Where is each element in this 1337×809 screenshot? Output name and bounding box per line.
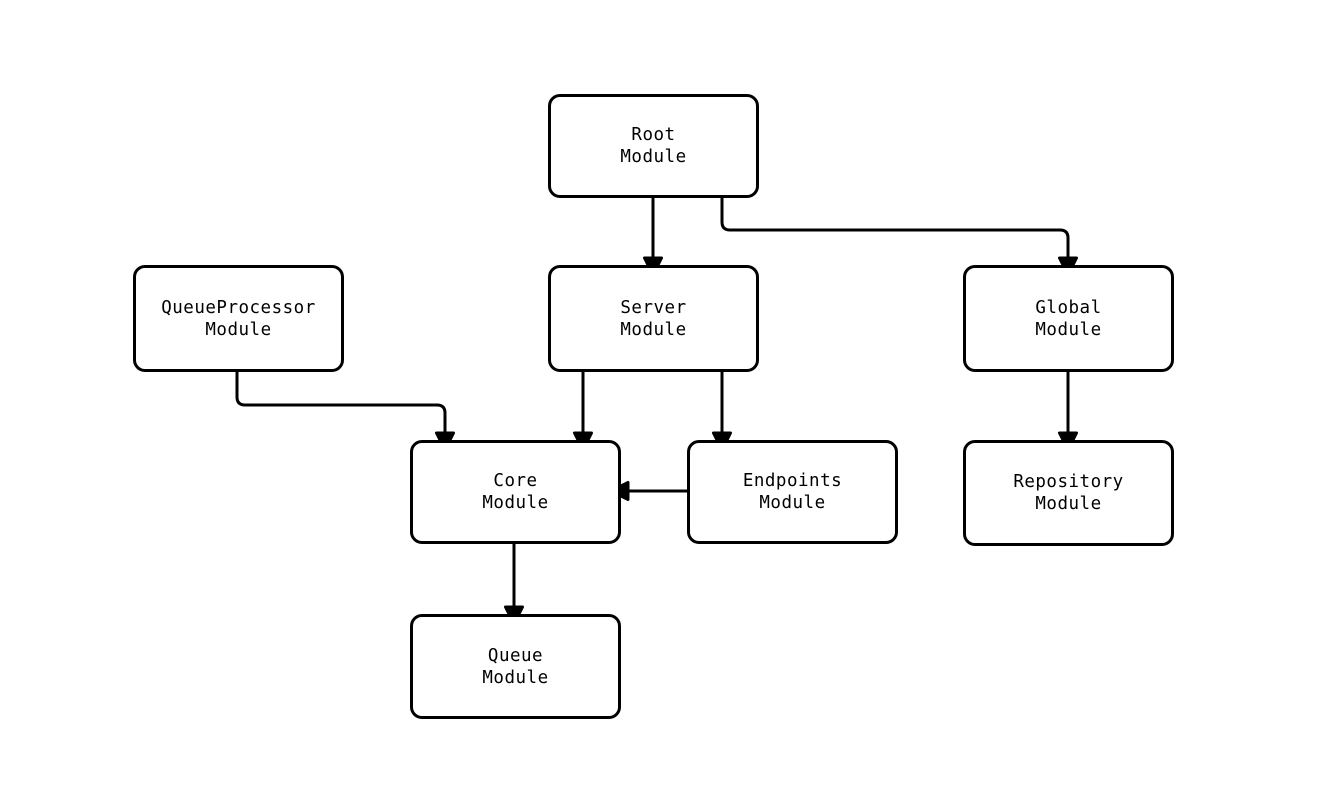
node-label-name: Endpoints [742, 471, 843, 491]
node-root-module[interactable]: Root Module [548, 94, 759, 198]
node-core-module[interactable]: Core Module [410, 440, 621, 544]
node-label-name: Server [620, 297, 687, 318]
node-label-suffix: Module [1035, 319, 1102, 340]
node-endpoints-module[interactable]: Endpoints Module [687, 440, 898, 544]
node-global-module[interactable]: Global Module [963, 265, 1174, 372]
edge-queueprocessor-to-core [235, 372, 447, 433]
node-label-suffix: Module [1035, 494, 1102, 514]
node-label-name: Root [631, 125, 676, 145]
node-label-suffix: Module [205, 319, 272, 340]
node-server-module[interactable]: Server Module [548, 265, 759, 372]
node-queue-module[interactable]: Queue Module [410, 614, 621, 719]
node-repository-module[interactable]: Repository Module [963, 440, 1174, 546]
node-label-suffix: Module [620, 319, 687, 340]
node-label-name: Repository [1013, 472, 1124, 492]
node-queueprocessor-module[interactable]: QueueProcessor Module [133, 265, 344, 372]
node-label-suffix: Module [482, 493, 549, 513]
node-label-suffix: Module [482, 667, 549, 688]
node-label-name: Core [493, 471, 538, 491]
node-label-suffix: Module [759, 493, 826, 513]
node-label-suffix: Module [620, 147, 687, 167]
node-label-name: Global [1035, 297, 1102, 318]
node-label-name: QueueProcessor [161, 297, 316, 318]
node-label-name: Queue [487, 645, 544, 666]
edge-root-to-global [720, 198, 1070, 258]
